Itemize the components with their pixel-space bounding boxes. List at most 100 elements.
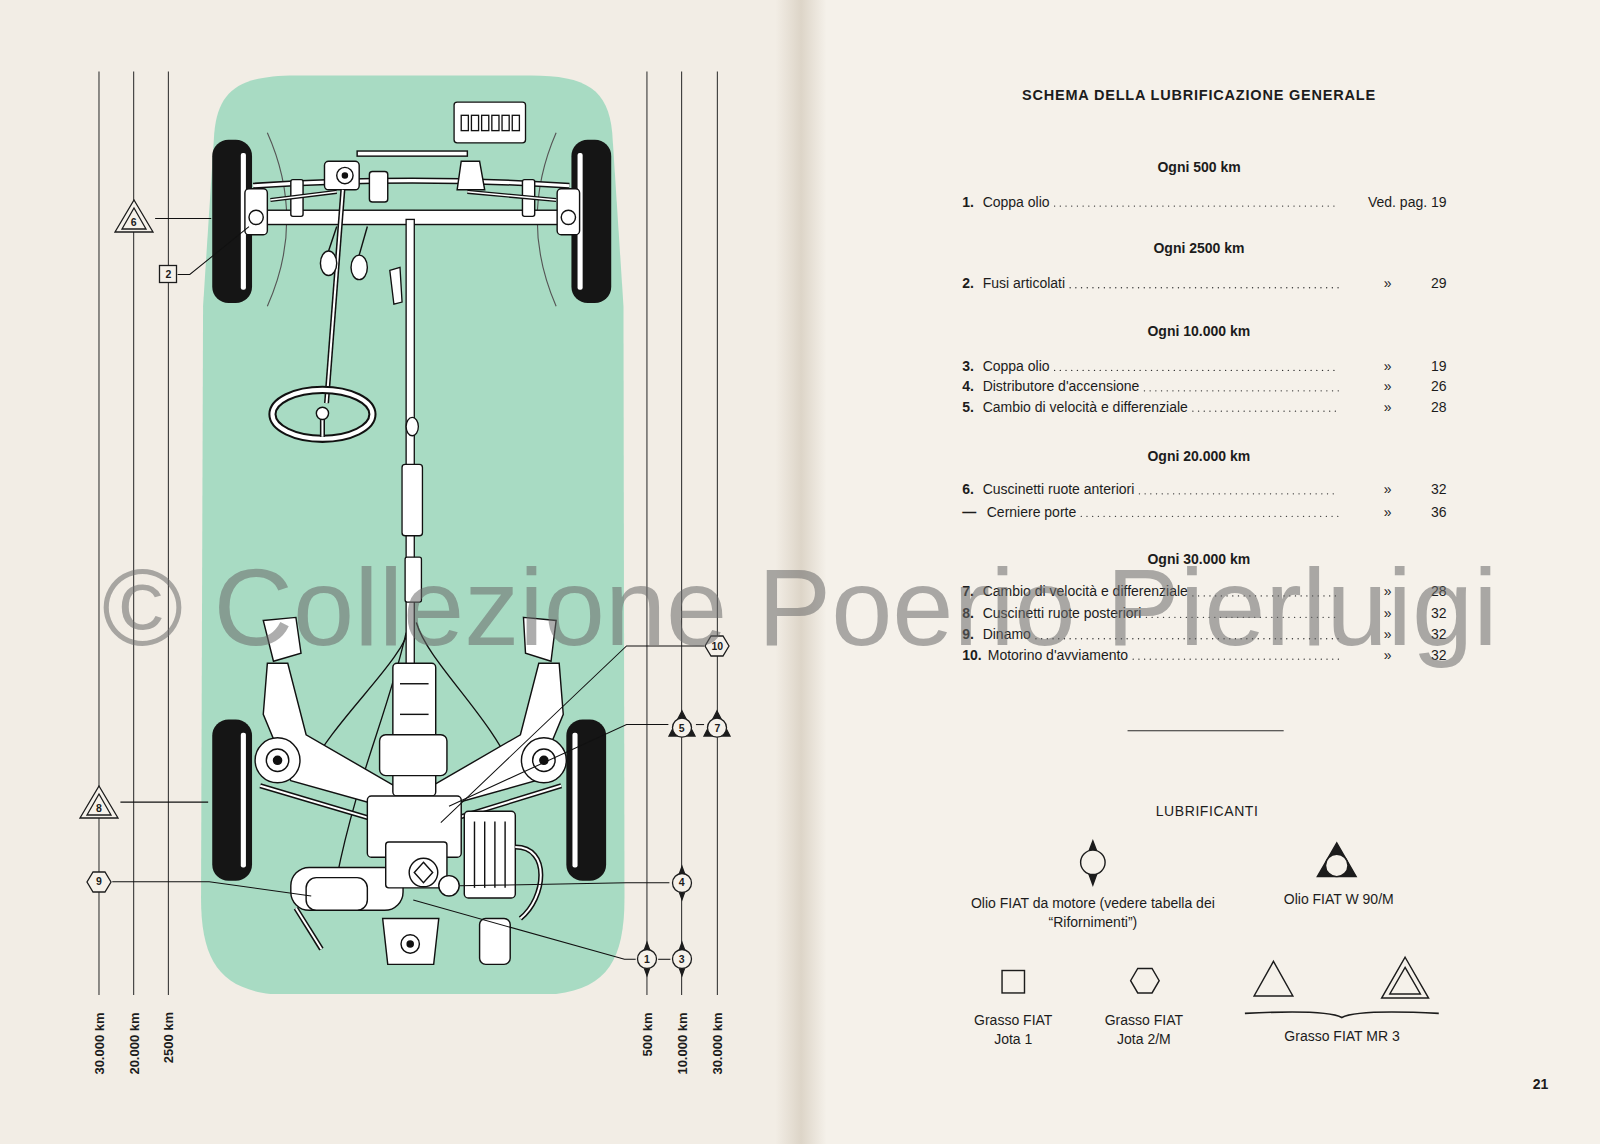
page-reference: 29 — [1431, 275, 1447, 292]
interval-heading: Ogni 30.000 km — [1147, 551, 1250, 568]
callout-outline — [708, 719, 727, 738]
engine-and-gearbox — [484, 822, 485, 888]
engine-and-gearbox — [291, 663, 541, 964]
engine-and-gearbox — [474, 822, 475, 888]
page-reference: 28 — [1431, 399, 1447, 416]
km-interval-label: 500 km — [638, 1012, 655, 1056]
rear-suspension — [540, 756, 548, 764]
engine-and-gearbox — [494, 822, 495, 888]
front-suspension — [324, 161, 359, 190]
page-reference: 32 — [1431, 626, 1447, 643]
interval-heading: Ogni 20.000 km — [1147, 448, 1250, 465]
engine-and-gearbox — [515, 847, 541, 918]
engine-and-gearbox — [439, 876, 459, 896]
engine-and-gearbox — [480, 918, 511, 964]
fuse-box — [502, 115, 509, 130]
callout-outline — [672, 950, 691, 969]
legend-symbol — [1326, 854, 1348, 876]
page-number: 21 — [1533, 1076, 1549, 1093]
front-suspension — [249, 210, 263, 224]
interval-line — [717, 71, 718, 995]
page-reference: 26 — [1431, 378, 1447, 395]
engine-and-gearbox — [407, 941, 413, 947]
leader-line — [696, 724, 704, 725]
engine-and-gearbox — [400, 714, 429, 715]
legend-symbol — [1002, 971, 1024, 993]
leader-line — [449, 725, 668, 807]
rear-suspension — [266, 749, 288, 771]
legend-symbol — [1081, 850, 1105, 874]
transmission-tunnel — [402, 464, 422, 535]
callout-outline — [160, 266, 177, 283]
wheel — [212, 719, 252, 880]
engine-and-gearbox — [380, 735, 447, 776]
leader-line — [441, 646, 704, 823]
item-number: 3. — [962, 358, 974, 375]
item-number: 7. — [962, 583, 974, 600]
legend-symbol — [1382, 957, 1429, 998]
callout-number: 5 — [679, 723, 685, 734]
fuse-box — [492, 115, 499, 130]
leader-line — [155, 218, 211, 219]
callout-number: 4 — [679, 877, 685, 888]
steering — [359, 227, 367, 256]
leader-line — [112, 882, 311, 896]
legend-text: Grasso FIAT Jota 2/M — [1093, 1011, 1195, 1049]
separator-rule — [1128, 730, 1284, 731]
steering — [272, 390, 372, 439]
ditto-mark: » — [1384, 626, 1392, 643]
leader-line — [413, 900, 635, 959]
engine-and-gearbox — [306, 878, 367, 911]
lubrication-callout: 9 — [86, 871, 112, 893]
leader-line — [459, 883, 669, 886]
front-suspension — [357, 151, 467, 156]
interval-heading: Ogni 2500 km — [1153, 240, 1244, 257]
leader-line — [658, 959, 670, 960]
legend-symbol — [1245, 1012, 1439, 1017]
callout-outline — [87, 872, 111, 892]
item-number: 1. — [962, 194, 974, 211]
dot-leader — [1036, 638, 1339, 639]
lubrication-point: Cuscinetti ruote posteriori — [983, 605, 1142, 622]
item-number: 9. — [962, 626, 974, 643]
front-suspension — [245, 189, 267, 235]
callout-outline — [637, 950, 656, 969]
interval-line — [99, 71, 717, 995]
car-body — [201, 76, 624, 994]
interval-heading: Ogni 10.000 km — [1147, 323, 1250, 340]
page-reference: 19 — [1431, 358, 1447, 375]
ditto-mark: » — [1384, 647, 1392, 664]
fuse-box — [512, 115, 519, 130]
lubrication-point: Distributore d'accensione — [983, 378, 1140, 395]
callout-outline — [80, 786, 118, 818]
item-number: 6. — [962, 481, 974, 498]
page-reference: 28 — [1431, 583, 1447, 600]
callout-number: 9 — [96, 876, 102, 887]
engine-and-gearbox — [409, 858, 438, 887]
km-interval-label: 2500 km — [160, 1012, 177, 1063]
separator-rule — [1128, 730, 1284, 731]
lubrication-callout: 4 — [671, 866, 693, 900]
callout-number: 8 — [96, 803, 102, 814]
lubrication-callout: 7 — [703, 710, 731, 738]
callout-outline — [672, 719, 691, 738]
lubrication-callout: 10 — [704, 635, 730, 657]
callout-number: 10 — [712, 641, 724, 652]
dot-leader — [1146, 617, 1338, 618]
section-heading: LUBRIFICANTI — [1156, 803, 1259, 820]
lubrication-callout: 1 — [636, 942, 658, 976]
ditto-mark: » — [1384, 399, 1392, 416]
interval-line — [98, 71, 99, 995]
km-interval-label: 10.000 km — [673, 1012, 690, 1074]
wheel — [241, 733, 246, 868]
ditto-mark: » — [1384, 378, 1392, 395]
lubrication-point: Cuscinetti ruote anteriori — [983, 481, 1135, 498]
legend-text: Olio FIAT W 90/M — [1284, 890, 1394, 909]
steering — [272, 190, 372, 439]
lubrication-callout: 6 — [114, 199, 154, 233]
dot-leader — [1139, 493, 1338, 494]
leader-line — [112, 218, 704, 959]
page-reference: 32 — [1431, 605, 1447, 622]
dot-leader — [1193, 411, 1339, 412]
ditto-mark: » — [1384, 583, 1392, 600]
